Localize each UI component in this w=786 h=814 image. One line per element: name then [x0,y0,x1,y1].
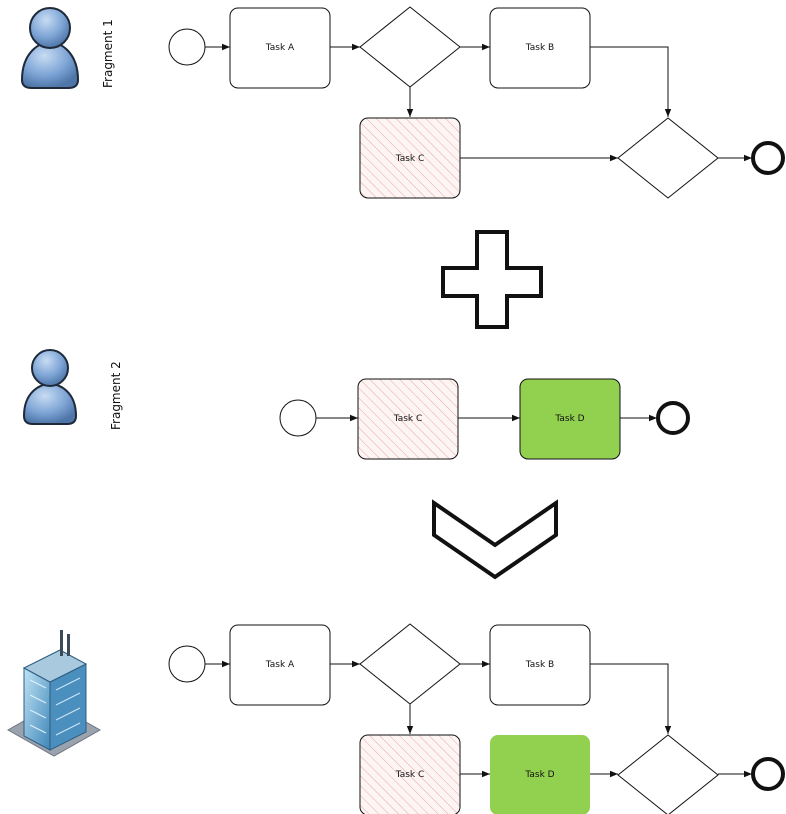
fragment-2-label: Fragment 2 [109,361,123,430]
split-gateway [359,6,461,88]
chevron-down-icon [432,499,558,580]
split-gateway [359,623,461,705]
task-c: Task C [359,117,461,199]
task-d-label: Task D [554,414,584,424]
user-icon [20,7,80,89]
user-icon [22,349,78,425]
fragment-1-label: Fragment 1 [101,19,115,88]
task-b-label: Task B [525,660,554,670]
task-a: Task A [229,624,331,706]
start-event [168,645,206,683]
task-a: Task A [229,7,331,89]
task-c-label: Task C [395,770,425,780]
task-a-label: Task A [265,43,295,53]
fragment-1: Fragment 1 Task A Task B Task C [20,6,785,199]
end-event [751,757,785,791]
task-d: Task D [490,735,590,814]
start-event [168,28,206,66]
plus-icon [441,230,543,329]
task-d: Task D [519,378,621,460]
end-event [751,141,785,175]
office-building-icon [6,630,102,757]
end-event [656,401,690,435]
fragment-2: Fragment 2 Task C Task D [22,349,690,460]
start-event [279,399,317,437]
task-b-label: Task B [525,43,554,53]
task-c: Task C [357,378,459,460]
join-gateway [617,734,719,814]
task-d-label: Task D [524,770,554,780]
task-b: Task B [489,7,591,89]
merged-process: Task A Task B Task C Task D [6,623,785,814]
task-c-label: Task C [393,414,423,424]
task-c-label: Task C [395,154,425,164]
task-a-label: Task A [265,660,295,670]
join-gateway [617,117,719,199]
task-c: Task C [359,734,461,814]
task-b: Task B [489,624,591,706]
